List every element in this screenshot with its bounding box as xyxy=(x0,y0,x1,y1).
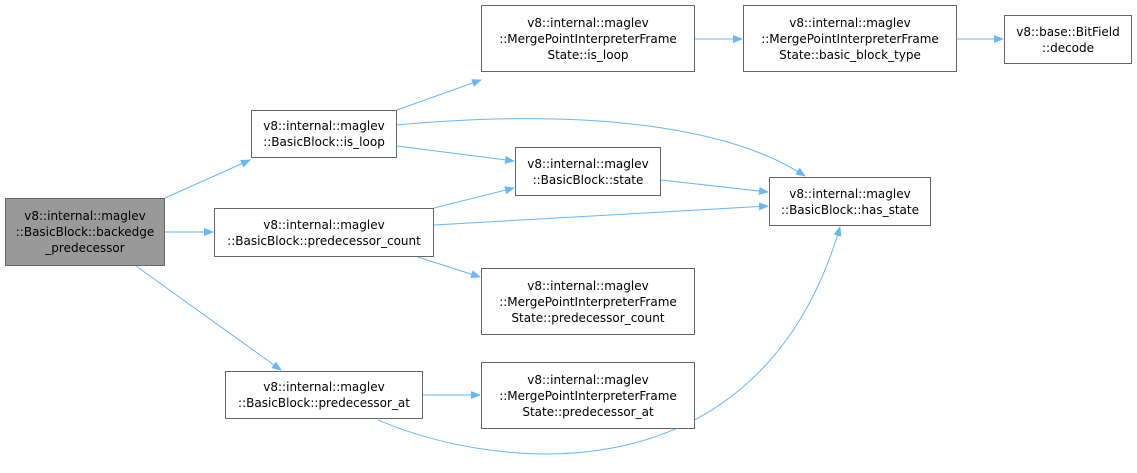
node-line: v8::internal::maglev xyxy=(527,372,649,387)
node-line: v8::internal::maglev xyxy=(527,15,649,30)
node-line: v8::internal::maglev xyxy=(527,156,649,171)
node-mergepoint-predecessor-at[interactable]: v8::internal::maglev ::MergePointInterpr… xyxy=(481,362,695,429)
node-line: ::BasicBlock::state xyxy=(532,172,644,187)
node-basicblock-is-loop[interactable]: v8::internal::maglev ::BasicBlock::is_lo… xyxy=(251,110,397,158)
node-line: v8::internal::maglev xyxy=(263,380,385,394)
node-line: ::decode xyxy=(1041,40,1095,55)
edge-state-to-has_state xyxy=(660,179,769,195)
edge-pred_count-to-has_state xyxy=(433,202,769,226)
node-basicblock-predecessor-count[interactable]: v8::internal::maglev ::BasicBlock::prede… xyxy=(214,208,434,257)
node-bitfield-decode[interactable]: v8::base::BitField ::decode xyxy=(1004,15,1132,64)
node-mergepoint-is-loop[interactable]: v8::internal::maglev ::MergePointInterpr… xyxy=(481,5,695,72)
node-line: v8::internal::maglev xyxy=(263,119,385,133)
edge-is_loop-to-mp_is_loop xyxy=(396,79,482,111)
node-line: v8::internal::maglev xyxy=(263,217,385,232)
node-line: _predecessor xyxy=(45,241,125,255)
node-mergepoint-basic-block-type[interactable]: v8::internal::maglev ::MergePointInterpr… xyxy=(743,5,957,72)
edge-is_loop-to-state xyxy=(396,145,515,164)
node-basicblock-has-state[interactable]: v8::internal::maglev ::BasicBlock::has_s… xyxy=(769,177,931,226)
node-line: ::MergePointInterpreterFrame xyxy=(499,294,677,309)
node-line: ::BasicBlock::predecessor_count xyxy=(227,233,421,248)
edge-root-to-pred_at xyxy=(135,265,282,371)
node-line: ::MergePointInterpreterFrame xyxy=(499,31,677,46)
node-line: v8::base::BitField xyxy=(1016,24,1120,39)
node-line: v8::internal::maglev xyxy=(789,15,911,30)
node-line: State::is_loop xyxy=(547,47,629,62)
node-line: v8::internal::maglev xyxy=(789,186,911,201)
edge-root-to-is_loop xyxy=(164,159,251,199)
edge-pred_at-to-has_state xyxy=(377,226,842,455)
node-backedge-predecessor[interactable]: v8::internal::maglev ::BasicBlock::backe… xyxy=(5,198,165,266)
node-line: ::BasicBlock::backedge xyxy=(15,225,155,239)
edge-pred_count-to-mp_pred_count xyxy=(417,256,481,279)
node-line: v8::internal::maglev xyxy=(24,209,146,223)
node-mergepoint-predecessor-count[interactable]: v8::internal::maglev ::MergePointInterpr… xyxy=(481,268,695,335)
node-line: ::BasicBlock::is_loop xyxy=(263,135,385,149)
edge-pred_count-to-state xyxy=(433,186,515,209)
node-line: State::predecessor_at xyxy=(522,404,654,419)
node-basicblock-state[interactable]: v8::internal::maglev ::BasicBlock::state xyxy=(515,147,661,196)
node-line: State::basic_block_type xyxy=(779,47,921,62)
node-line: State::predecessor_count xyxy=(511,310,665,325)
node-line: ::MergePointInterpreterFrame xyxy=(761,31,939,46)
node-line: ::BasicBlock::has_state xyxy=(780,202,919,217)
node-line: ::BasicBlock::predecessor_at xyxy=(238,396,410,410)
node-basicblock-predecessor-at[interactable]: v8::internal::maglev ::BasicBlock::prede… xyxy=(225,371,423,419)
edge-is_loop-to-has_state xyxy=(396,118,806,177)
node-line: ::MergePointInterpreterFrame xyxy=(499,388,677,403)
node-line: v8::internal::maglev xyxy=(527,278,649,293)
